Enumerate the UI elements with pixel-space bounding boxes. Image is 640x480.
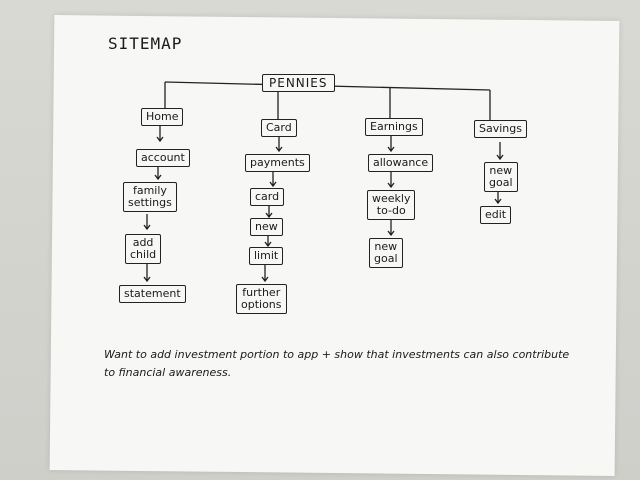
card-payments: payments [245,154,310,172]
savings-new-goal: new goal [484,162,518,192]
home-family-settings: family settings [123,182,177,212]
earnings-new-goal: new goal [369,238,403,268]
root-node: PENNIES [262,74,335,92]
diagram-title: SITEMAP [108,34,183,53]
branch-card: Card [261,119,297,137]
home-statement: statement [119,285,186,303]
home-account: account [136,149,190,167]
branch-home: Home [141,108,184,126]
branch-earnings: Earnings [365,118,423,136]
card-new: new [250,218,283,236]
savings-edit: edit [480,206,512,224]
branch-savings: Savings [474,120,527,138]
card-card: card [250,188,285,206]
card-further-options: further options [236,284,287,314]
earnings-allowance: allowance [368,154,434,172]
card-limit: limit [249,247,284,265]
handwritten-note: Want to add investment portion to app + … [104,348,570,379]
earnings-weekly-todo: weekly to-do [367,190,416,220]
home-add-child: add child [125,234,162,264]
